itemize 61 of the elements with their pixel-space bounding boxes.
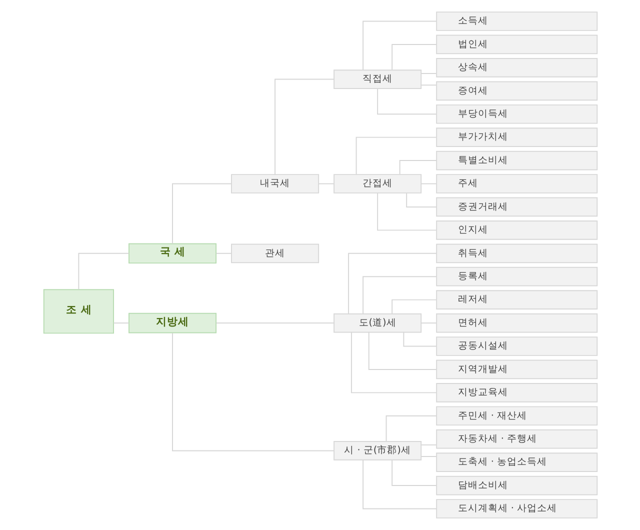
node-box: 지역개발세 [436,360,598,380]
node-box: 공동시설세 [436,336,598,356]
node-box: 자동차세 · 주행세 [436,429,598,449]
connector [78,252,129,290]
node-box: 담배소비세 [436,476,598,496]
connector [274,78,334,175]
node-box: 직접세 [333,70,422,89]
connector [362,20,436,70]
connector [318,183,334,184]
connector [391,460,436,486]
node-box: 상속세 [436,58,598,78]
node-box: 지방교육세 [436,383,598,402]
connector [420,444,436,446]
node-box: 면허세 [436,313,598,333]
connector [362,460,436,510]
node-box: 증권거래세 [436,197,598,217]
connector [215,322,334,324]
node-box: 특별소비세 [436,150,598,170]
connector [376,88,436,115]
connector [398,160,436,175]
node-box: 레저세 [436,290,598,310]
node-box: 증여세 [436,81,598,101]
node-box: 국 세 [128,243,216,264]
connector [376,192,436,231]
connector [348,252,436,314]
connector [362,276,436,314]
node-box: 취득세 [436,244,598,264]
connector [420,456,436,457]
connector [172,332,334,452]
node-box: 간접세 [333,174,422,194]
connector [420,183,436,184]
connector [172,183,232,244]
node-box: 도시계획세 · 사업소세 [436,499,598,518]
connector [385,415,436,442]
connector [402,332,436,347]
node-box: 조 세 [42,289,114,334]
node-box: 지방세 [128,312,216,334]
node-box: 내국세 [230,174,319,194]
connector [112,322,129,324]
node-box: 인지세 [436,220,598,240]
connector [350,332,436,394]
connector [420,73,436,74]
connector [420,322,436,324]
node-box: 소득세 [436,12,598,31]
connector [215,252,232,254]
node-box: 등록세 [436,266,598,286]
node-box: 시 · 군(市郡)세 [333,441,422,460]
node-box: 부당이득세 [436,104,598,124]
node-box: 주세 [436,174,598,194]
node-box: 법인세 [436,34,598,54]
connector [406,192,436,208]
connector [355,136,436,175]
connector [368,332,436,370]
node-box: 주민세 · 재산세 [436,406,598,426]
node-box: 관세 [230,244,319,264]
connector [420,84,436,86]
connector [391,44,436,70]
node-box: 도축세 · 농업소득세 [436,452,598,472]
node-box: 부가가치세 [436,128,598,147]
node-box: 도(道)세 [333,313,422,333]
connector [391,299,436,314]
